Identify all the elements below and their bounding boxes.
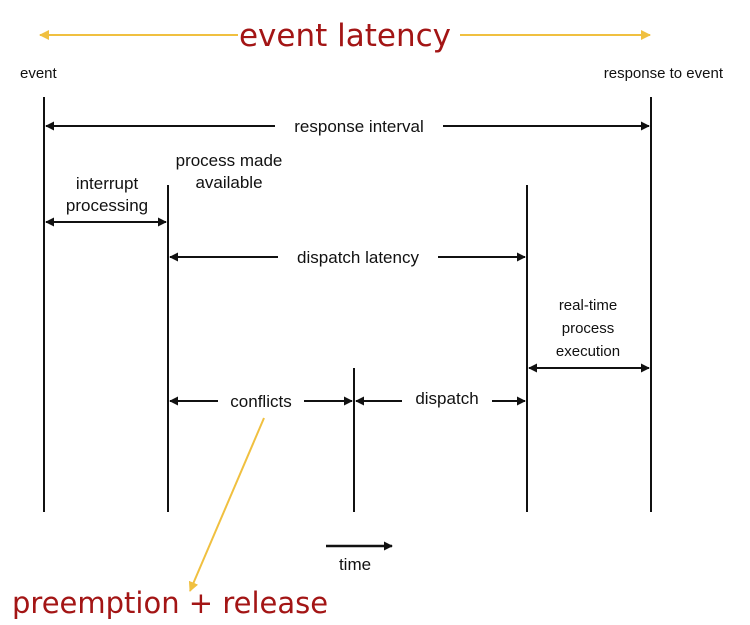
response-interval-label: response interval (294, 117, 423, 136)
realtime-label-1: real-time (559, 297, 617, 314)
diagram-title: event latency (239, 18, 451, 54)
process-made-available-label-2: available (195, 173, 262, 192)
conflicts-label: conflicts (230, 392, 291, 411)
process-made-available-label-1: process made (176, 151, 283, 170)
realtime-label-3: execution (556, 343, 620, 360)
time-label: time (339, 555, 371, 574)
preemption-release-label: preemption + release (12, 586, 328, 620)
interrupt-processing-label-1: interrupt (76, 174, 139, 193)
dispatch-label: dispatch (415, 389, 478, 408)
response-to-event-label: response to event (604, 65, 724, 82)
realtime-label-2: process (562, 320, 615, 337)
callout-arrow (188, 417, 265, 592)
dispatch-latency-label: dispatch latency (297, 248, 419, 267)
interrupt-processing-label-2: processing (66, 196, 148, 215)
event-label: event (20, 65, 58, 82)
